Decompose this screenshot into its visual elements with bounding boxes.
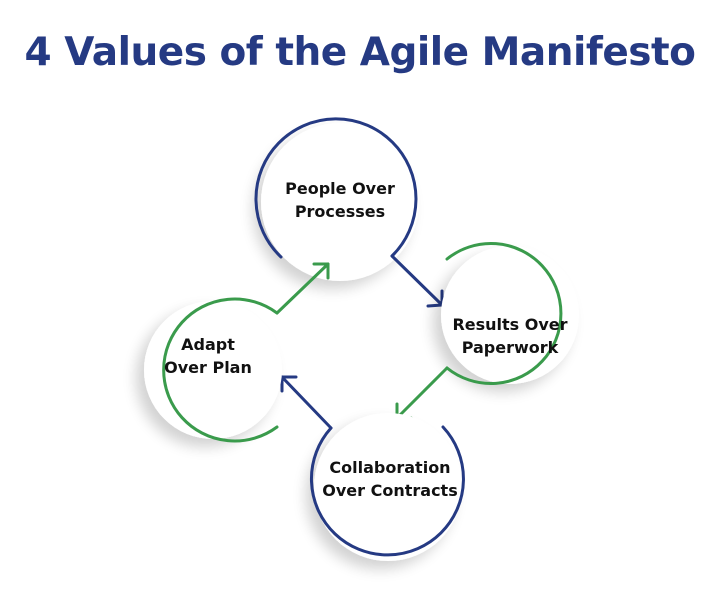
arrow-collaboration-to-adapt [280, 375, 333, 430]
arrow-people-to-results [390, 254, 444, 307]
node-collaboration-over-contracts [280, 375, 465, 561]
adapt-circle-arc [162, 297, 279, 443]
people-circle-arc [254, 117, 418, 259]
label-line-1: Results Over [452, 315, 568, 334]
arrowhead-navy-icon [280, 375, 298, 393]
label-people-over-processes: People Over Processes [250, 177, 430, 223]
arrowhead-green-icon [312, 262, 330, 280]
label-line-2: Over Contracts [322, 481, 458, 500]
label-line-1: Adapt [181, 335, 235, 354]
label-line-1: Collaboration [329, 458, 451, 477]
node-adapt-over-plan [144, 262, 330, 443]
label-line-2: Paperwork [461, 338, 559, 357]
label-adapt-over-plan: Adapt Over Plan [128, 333, 288, 379]
node-results-over-paperwork [395, 242, 579, 420]
label-results-over-paperwork: Results Over Paperwork [420, 313, 600, 359]
arrow-results-to-collaboration [395, 366, 449, 420]
collaboration-circle-arc [309, 425, 465, 557]
label-line-1: People Over [285, 179, 395, 198]
arrow-adapt-to-people [275, 262, 330, 315]
label-line-2: Over Plan [164, 358, 252, 377]
node-people-over-processes [254, 117, 444, 308]
page-title: 4 Values of the Agile Manifesto [24, 30, 696, 75]
label-collaboration-over-contracts: Collaboration Over Contracts [290, 456, 490, 502]
results-circle-arc [445, 242, 563, 385]
label-line-2: Processes [294, 202, 386, 221]
